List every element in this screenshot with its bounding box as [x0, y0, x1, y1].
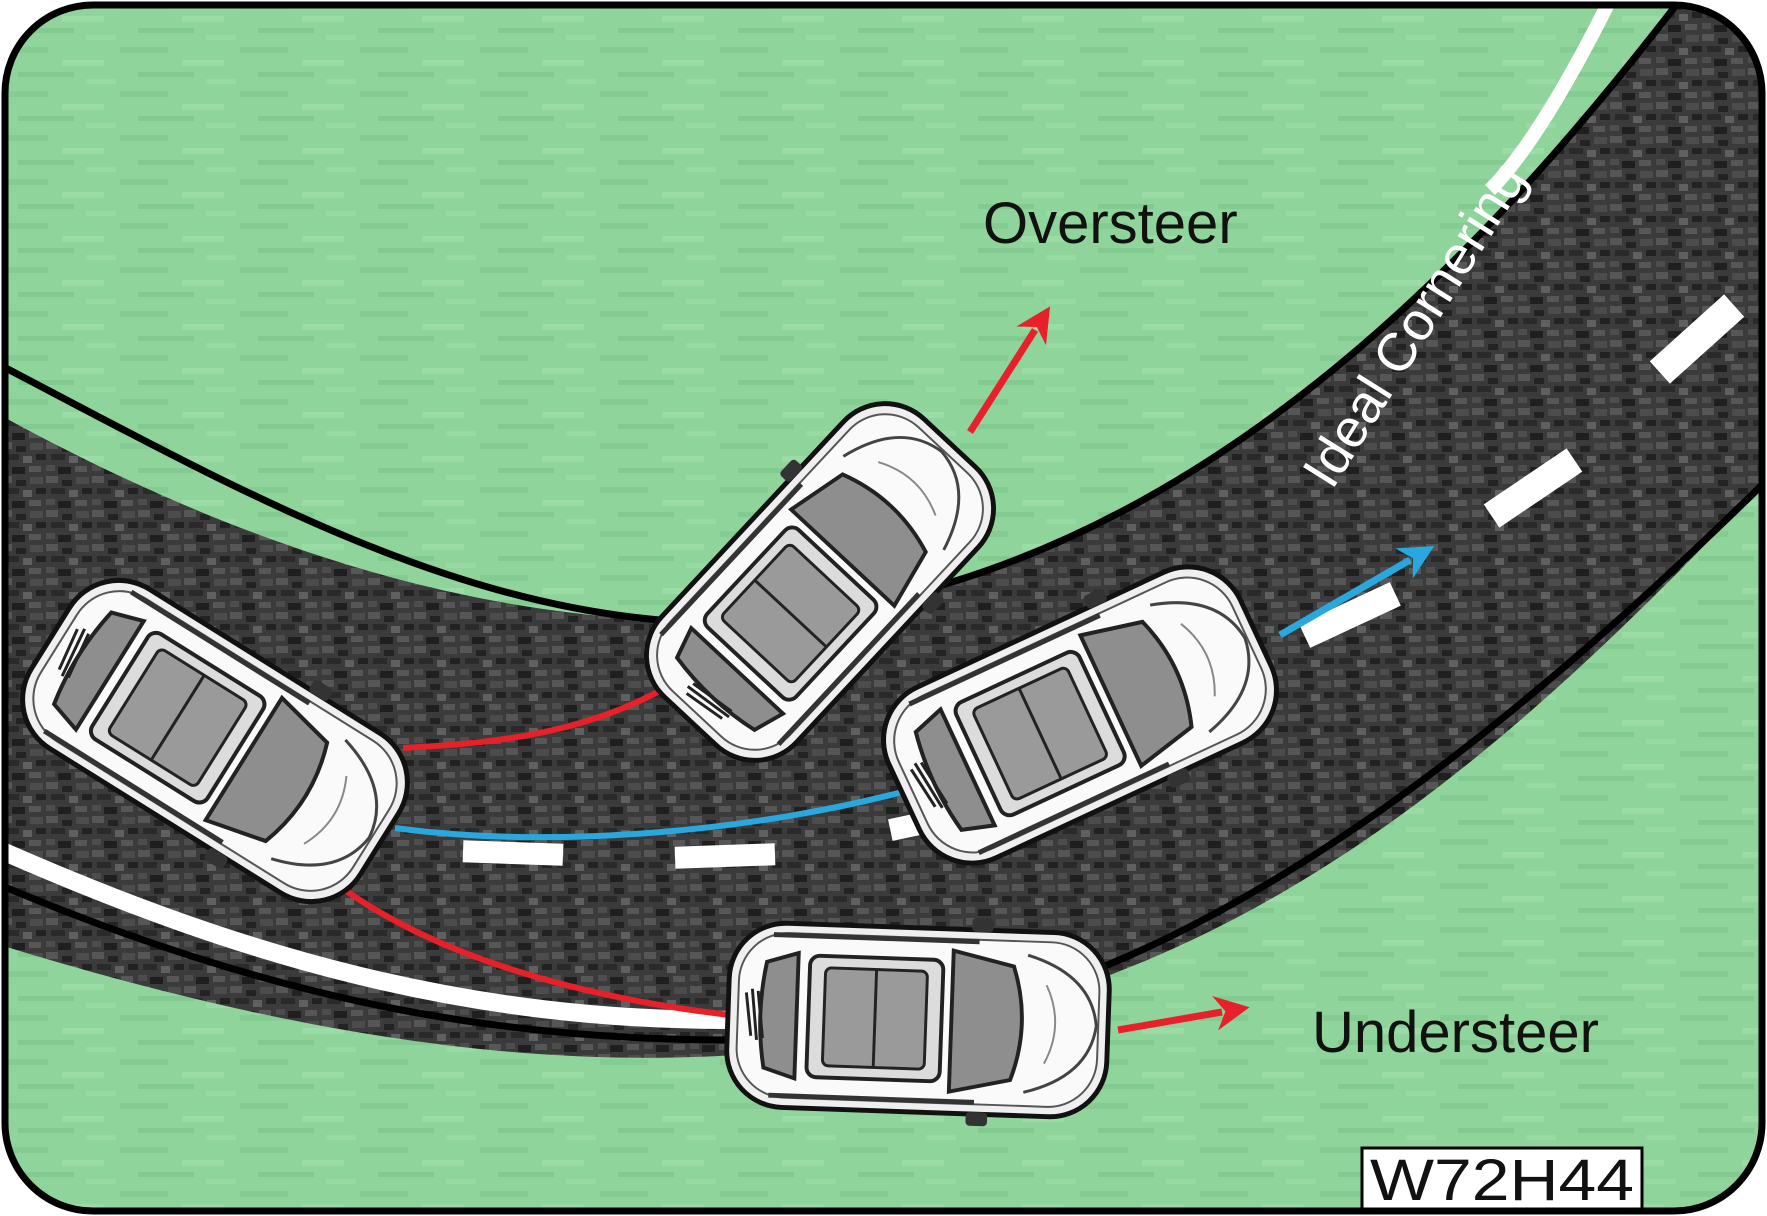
road	[5, 5, 1762, 1058]
understeer-path	[343, 887, 731, 1018]
understeer-arrow	[1117, 995, 1250, 1034]
car-understeer	[724, 910, 1111, 1131]
road-inner-white-line	[1485, 5, 1617, 195]
ideal-path	[394, 787, 911, 841]
understeer-label: Understeer	[1312, 1000, 1599, 1065]
oversteer-label: Oversteer	[983, 191, 1238, 256]
oversteer-arrow	[967, 306, 1051, 434]
figure-code: W72H44	[1370, 1148, 1634, 1213]
center-dashes	[462, 294, 1745, 869]
road-outer-white-line	[5, 841, 731, 1029]
ideal-arrow	[1278, 546, 1435, 639]
